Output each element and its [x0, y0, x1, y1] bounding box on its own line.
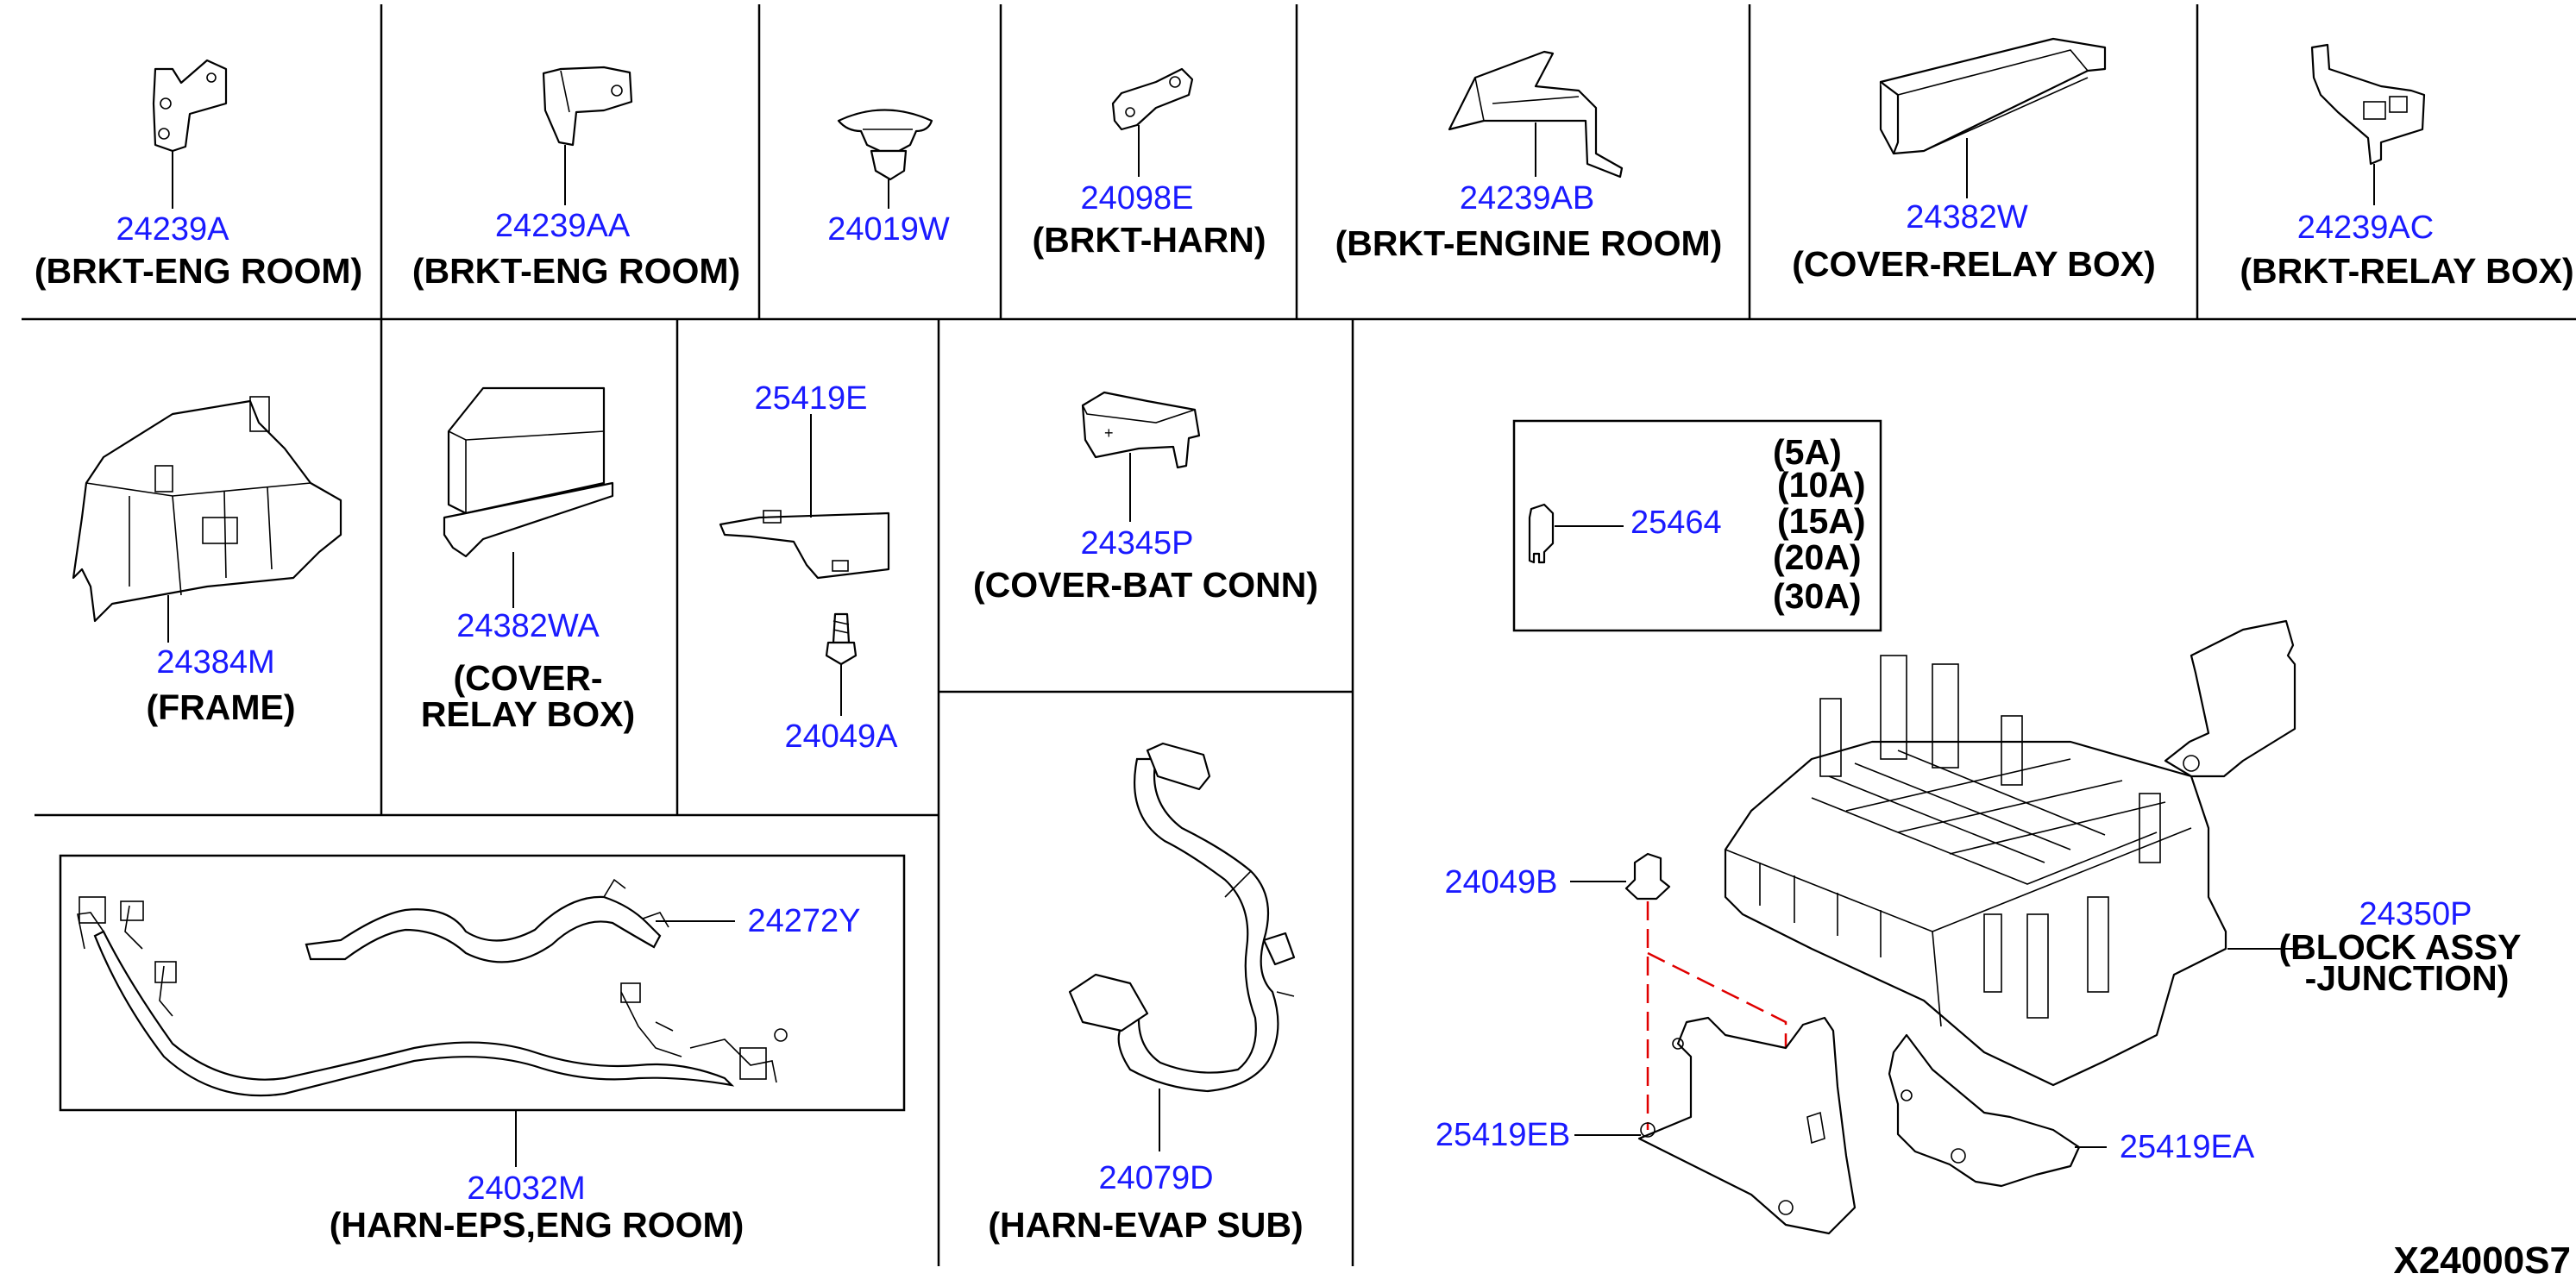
part-number: 24032M — [467, 1170, 585, 1207]
fuse-25464-drawing — [1528, 503, 1555, 564]
bracket-25419E-drawing — [719, 511, 890, 580]
bracket-24239AA-drawing — [542, 66, 633, 147]
harness-24032M-drawing — [93, 930, 735, 1097]
harness-24272Y-drawing — [305, 895, 662, 963]
part-number: 24384M — [156, 644, 274, 681]
harness-box-frame — [59, 854, 906, 1112]
part-number: 25464 — [1630, 505, 1722, 541]
part-number: 24345P — [1080, 525, 1193, 562]
part-24384M[interactable]: 24384M (FRAME) — [72, 396, 342, 727]
part-number: 24272Y — [747, 903, 860, 939]
part-24098E[interactable]: 24098E (BRKT-HARN) — [1032, 67, 1266, 260]
part-24345P[interactable]: + 24345P (COVER-BAT CONN) — [973, 391, 1318, 605]
part-number: 24079D — [1098, 1160, 1213, 1196]
part-24239AC[interactable]: 24239AC (BRKT-RELAY BOX) — [2240, 43, 2574, 291]
part-24382W[interactable]: 24382W (COVER-RELAY BOX) — [1792, 37, 2156, 284]
part-description-line2: -JUNCTION) — [2305, 958, 2510, 998]
harness-24079D-drawing — [1117, 757, 1279, 1093]
part-description: (BRKT-ENG ROOM) — [35, 251, 362, 291]
bolt-24049A-drawing — [832, 612, 851, 644]
diagram-reference-code: X24000S7 — [2393, 1239, 2571, 1280]
part-description: (BRKT-ENG ROOM) — [412, 251, 740, 291]
part-description: (COVER-BAT CONN) — [973, 565, 1318, 605]
fuse-rating-30a: (30A) — [1773, 576, 1862, 616]
part-number: 24382W — [1906, 199, 2028, 235]
fuse-rating-10a: (10A) — [1777, 465, 1866, 505]
bracket-24239AC-drawing — [2310, 43, 2426, 166]
part-description-line1: (BLOCK ASSY — [2279, 927, 2522, 967]
part-number: 24239A — [116, 211, 229, 248]
part-number: 25419E — [754, 380, 867, 417]
nut-24049B-drawing — [1624, 852, 1671, 900]
bracket-24239AB-drawing — [1448, 50, 1624, 179]
part-description: (COVER-RELAY BOX) — [1792, 244, 2155, 284]
part-number: 24350P — [2359, 896, 2472, 932]
cover-24382W-drawing — [1879, 37, 2107, 155]
part-25419EB[interactable]: 25419EB — [1436, 1016, 1857, 1235]
bracket-25419EA-drawing — [1888, 1033, 2081, 1188]
part-description-line1: (COVER- — [453, 658, 602, 698]
part-description: (BRKT-RELAY BOX) — [2240, 251, 2573, 291]
part-description: (HARN-EVAP SUB) — [988, 1205, 1303, 1245]
part-number: 24382WA — [456, 608, 600, 644]
part-24382WA[interactable]: 24382WA (COVER- RELAY BOX) — [421, 386, 635, 734]
part-24239AB[interactable]: 24239AB (BRKT-ENGINE ROOM) — [1335, 50, 1723, 263]
part-24272Y[interactable]: 24272Y — [305, 878, 861, 963]
part-number: 24239AB — [1460, 180, 1594, 216]
part-number: 24239AC — [2297, 210, 2434, 246]
bracket-25419EB-drawing — [1637, 1016, 1857, 1235]
part-24350P[interactable]: 24350P (BLOCK ASSY -JUNCTION) — [1724, 619, 2522, 1087]
frame-24384M-drawing — [72, 399, 342, 623]
fuse-box-frame — [1512, 419, 1882, 632]
fuse-rating-5a: (5A) — [1773, 432, 1842, 472]
part-description-line2: RELAY BOX) — [421, 694, 635, 734]
part-24019W[interactable]: 24019W — [827, 109, 950, 248]
part-number: 25419EB — [1436, 1117, 1570, 1153]
part-24239AA[interactable]: 24239AA (BRKT-ENG ROOM) — [412, 66, 740, 291]
fuse-rating-20a: (20A) — [1773, 537, 1862, 577]
bracket-24098E-drawing — [1111, 67, 1194, 131]
clip-24019W-drawing — [837, 109, 933, 153]
part-24032M[interactable]: 24032M (HARN-EPS,ENG ROOM) — [59, 854, 906, 1245]
part-number: 24049B — [1444, 864, 1557, 900]
part-number: 24098E — [1080, 180, 1193, 216]
part-number: 25419EA — [2120, 1129, 2255, 1165]
part-description: (FRAME) — [146, 687, 295, 727]
cover-24345P-drawing — [1081, 391, 1201, 469]
part-24079D[interactable]: 24079D (HARN-EVAP SUB) — [988, 742, 1304, 1245]
junction-bracket-drawing — [2164, 619, 2296, 778]
part-description: (BRKT-HARN) — [1032, 220, 1266, 260]
part-24049A[interactable]: 24049A — [784, 612, 898, 755]
cover-24382WA-drawing — [447, 386, 606, 515]
part-number: 24019W — [827, 211, 950, 248]
part-25419E[interactable]: 25419E — [719, 380, 890, 580]
part-25464[interactable]: 25464 (5A) (10A) (15A) (20A) (30A) — [1512, 419, 1882, 632]
part-number: 24239AA — [495, 208, 631, 244]
part-24239A[interactable]: 24239A (BRKT-ENG ROOM) — [35, 59, 362, 291]
part-25419EA[interactable]: 25419EA — [1888, 1033, 2255, 1188]
fuse-rating-15a: (15A) — [1777, 501, 1866, 541]
part-24049B[interactable]: 24049B — [1444, 852, 1787, 1208]
part-description: (BRKT-ENGINE ROOM) — [1335, 223, 1723, 263]
junction-block-drawing — [1724, 740, 2227, 1087]
grid-lines — [22, 4, 2576, 1266]
part-number: 24049A — [784, 718, 898, 755]
bracket-24239A-drawing — [152, 59, 228, 153]
part-description: (HARN-EPS,ENG ROOM) — [330, 1205, 745, 1245]
svg-text:+: + — [1104, 424, 1114, 442]
